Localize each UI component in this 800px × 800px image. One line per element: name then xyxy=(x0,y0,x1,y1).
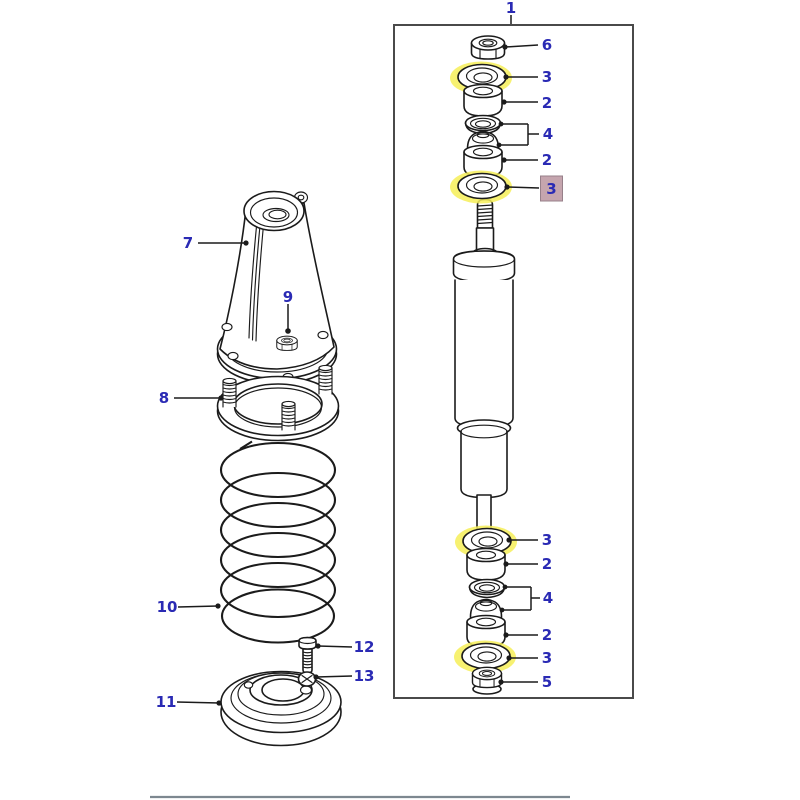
stud-right xyxy=(318,364,333,395)
artwork xyxy=(216,24,634,747)
spring-retainer-dish xyxy=(220,670,342,747)
upper-bushing-top xyxy=(463,83,503,117)
upper-mount-stack xyxy=(449,35,513,205)
upper-washer-highlighted xyxy=(449,169,513,205)
lower-bushing-top xyxy=(466,547,506,581)
lower-nut xyxy=(471,666,503,689)
callout-label-spring-plate: 8 xyxy=(159,389,169,407)
shock-absorber xyxy=(452,198,516,535)
callout-label-upper-bushing-top: 2 xyxy=(542,94,552,112)
lower-mount-stack xyxy=(453,524,518,695)
leader-dots xyxy=(215,44,512,706)
callout-label-cone-mount: 7 xyxy=(183,234,193,252)
retainer-bolt xyxy=(298,636,317,674)
callout-label-mount-nut: 9 xyxy=(283,288,293,306)
assembly-boundary-box xyxy=(393,24,634,699)
callout-label-seat-screw: 13 xyxy=(354,667,375,685)
callout-label-upper-seat-pair: 4 xyxy=(543,125,553,143)
callout-label-lower-bushing-top: 2 xyxy=(542,555,552,573)
callout-label-upper-washer: 3 xyxy=(542,68,552,86)
retainer-screw xyxy=(297,671,317,687)
callout-label-coil-spring: 10 xyxy=(157,598,178,616)
callout-label-upper-nut: 6 xyxy=(542,36,552,54)
selected-callout-box xyxy=(540,175,563,202)
callout-label-upper-washer-highlighted: 3 xyxy=(546,180,556,198)
callout-label-lower-washer-top: 3 xyxy=(542,531,552,549)
callout-labels: 1 6 3 2 4 2 3 3 2 4 2 3 5 7 9 8 10 11 12… xyxy=(156,0,557,711)
stud-left xyxy=(222,377,237,408)
callout-label-upper-bushing-bottom: 2 xyxy=(542,151,552,169)
callout-label-lower-nut: 5 xyxy=(542,673,552,691)
callout-label-spring-seat: 11 xyxy=(156,693,177,711)
callout-label-lower-seat-pair: 4 xyxy=(543,589,553,607)
tower-nut xyxy=(276,335,298,351)
coil-spring xyxy=(219,440,337,644)
leader-lines xyxy=(174,15,540,704)
lower-seat-cup xyxy=(468,578,506,599)
spring-tower-cone xyxy=(216,190,338,385)
callout-label-assembly: 1 xyxy=(506,0,516,17)
callout-label-seat-bolt: 12 xyxy=(354,638,375,656)
callout-label-lower-bushing-bottom: 2 xyxy=(542,626,552,644)
callout-label-lower-washer-bottom: 3 xyxy=(542,649,552,667)
spring-seat-plate xyxy=(216,364,340,442)
upper-nut xyxy=(470,35,506,60)
stud-centre xyxy=(281,400,296,431)
